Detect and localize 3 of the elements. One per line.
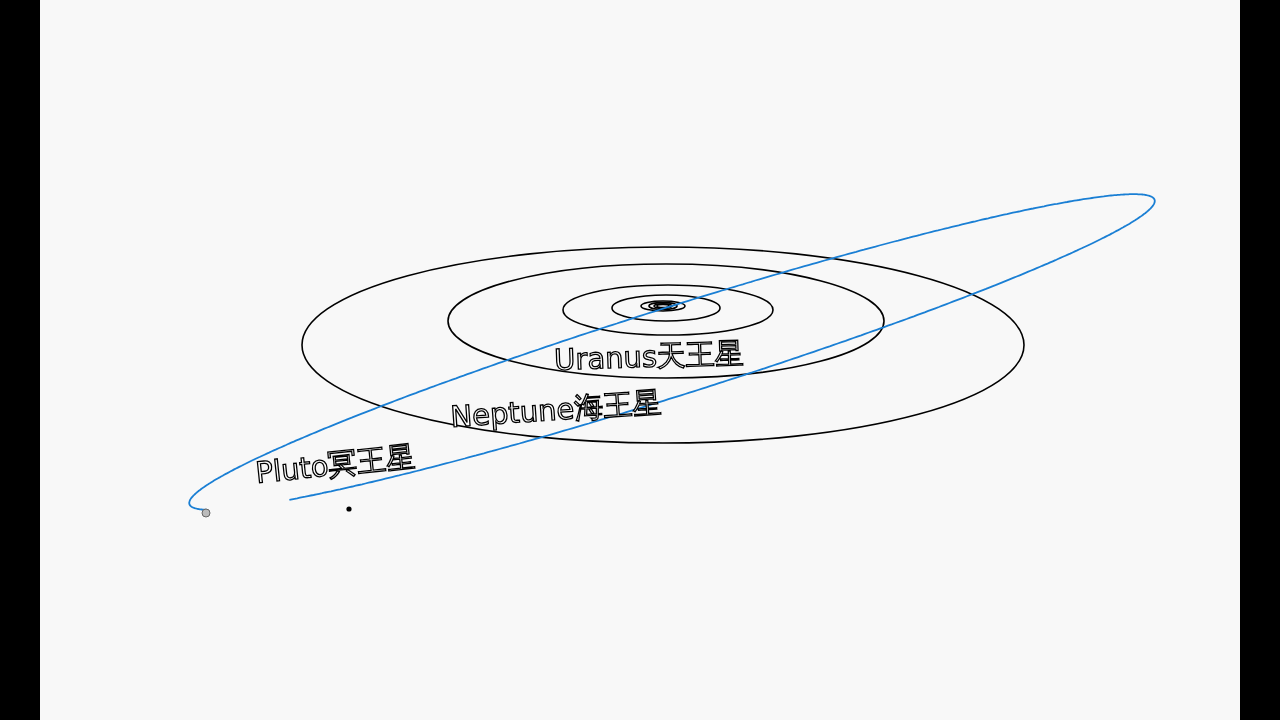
planet-label: Pluto冥王星 bbox=[253, 438, 418, 492]
planet-label: Uranus天王星 bbox=[553, 335, 745, 379]
planet-label: Neptune海王星 bbox=[449, 384, 663, 436]
